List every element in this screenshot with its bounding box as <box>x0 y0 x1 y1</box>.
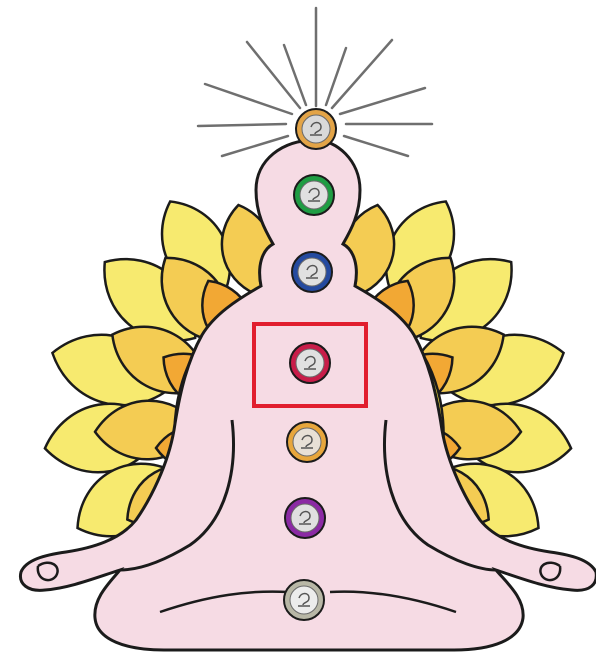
ray-line <box>284 45 306 105</box>
ray-line <box>340 88 425 114</box>
ray-line <box>332 40 392 108</box>
ray-line <box>198 124 286 126</box>
throat-chakra <box>292 252 332 292</box>
crown-chakra <box>296 109 336 149</box>
ray-line <box>344 136 408 156</box>
sacral-chakra <box>285 498 325 538</box>
third-eye-chakra <box>294 175 334 215</box>
ray-line <box>205 84 292 114</box>
ray-line <box>247 42 300 108</box>
solar-plexus-chakra <box>287 422 327 462</box>
root-chakra <box>284 580 324 620</box>
heart-chakra <box>290 343 330 383</box>
